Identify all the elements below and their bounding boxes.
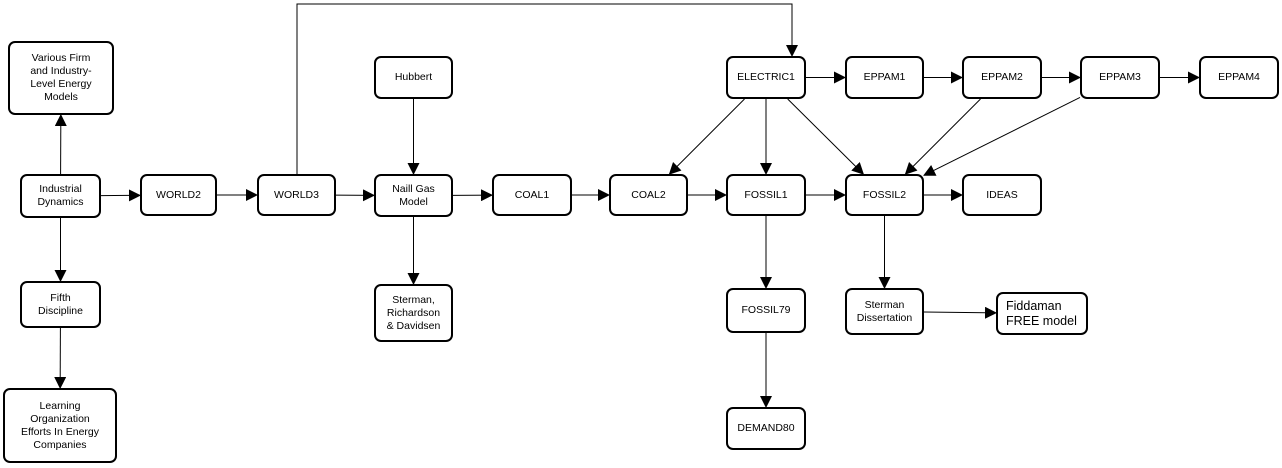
node-electric1: ELECTRIC1 — [726, 56, 806, 99]
node-eppam2: EPPAM2 — [962, 56, 1042, 99]
node-sterman-dissertation: Sterman Dissertation — [845, 288, 924, 335]
node-learning-organization: Learning Organization Efforts In Energy … — [3, 388, 117, 463]
node-eppam3: EPPAM3 — [1080, 56, 1160, 99]
node-ideas: IDEAS — [962, 174, 1042, 216]
edge-electric1-to-coal2 — [668, 98, 745, 175]
node-sterman-richardson-davidsen: Sterman, Richardson & Davidsen — [374, 284, 453, 342]
node-various-firm: Various Firm and Industry- Level Energy … — [8, 41, 114, 115]
node-fifth-discipline: Fifth Discipline — [20, 281, 101, 328]
node-fossil79: FOSSIL79 — [726, 288, 806, 333]
node-hubbert: Hubbert — [374, 56, 453, 99]
node-demand80: DEMAND80 — [726, 407, 806, 450]
edge-eppam2-to-fossil2 — [904, 98, 981, 175]
node-fossil2: FOSSIL2 — [845, 174, 924, 216]
node-industrial-dynamics: Industrial Dynamics — [20, 174, 101, 218]
node-coal2: COAL2 — [609, 174, 688, 216]
node-fiddaman-free-model: Fiddaman FREE model — [996, 292, 1088, 335]
node-eppam1: EPPAM1 — [845, 56, 924, 99]
node-fossil1: FOSSIL1 — [726, 174, 806, 216]
edge-electric1-to-fossil2 — [787, 98, 865, 175]
node-eppam4: EPPAM4 — [1199, 56, 1279, 99]
edge-sterman_diss-to-fiddaman — [923, 306, 997, 319]
node-coal1: COAL1 — [492, 174, 572, 216]
node-world3: WORLD3 — [257, 174, 336, 216]
edge-world3-to-electric1 — [296, 3, 798, 174]
node-world2: WORLD2 — [140, 174, 217, 216]
edge-eppam3-to-fossil2 — [923, 97, 1081, 176]
node-naill-gas-model: Naill Gas Model — [374, 174, 453, 217]
